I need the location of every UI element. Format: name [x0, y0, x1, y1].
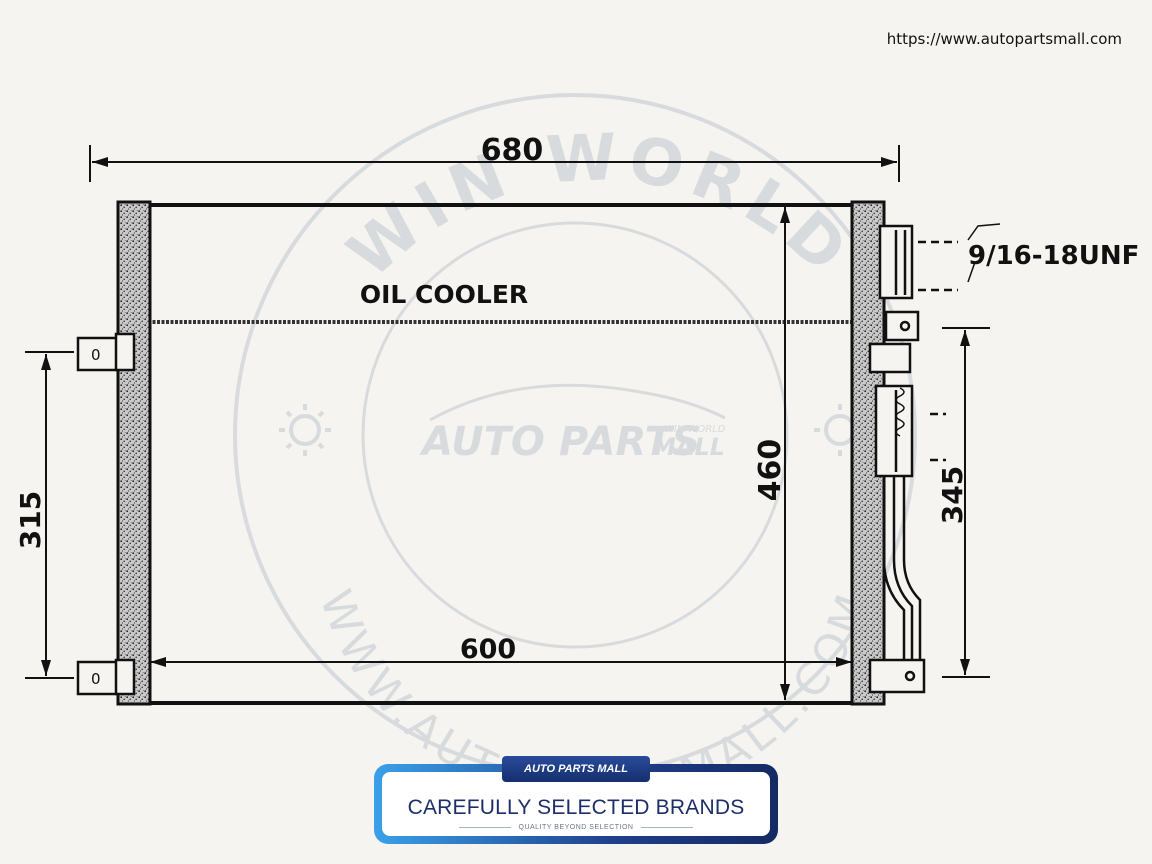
- watermark-logo-text: AUTO PARTS: [419, 419, 701, 465]
- left-bracket-top: [76, 332, 136, 372]
- site-url: https://www.autopartsmall.com: [886, 30, 1122, 48]
- dimension-overall-width: [89, 145, 900, 182]
- left-bracket-top-mark: 0: [91, 346, 101, 364]
- watermark-logo: AUTO PARTS MALL WIN WORLD: [419, 383, 726, 465]
- dimension-label-315: 315: [14, 491, 47, 549]
- banner-title: CAREFULLY SELECTED BRANDS: [407, 796, 745, 819]
- dimension-core-width: [150, 657, 852, 667]
- watermark-sun-left-icon: [279, 404, 331, 456]
- banner-subtitle: QUALITY BEYOND SELECTION: [382, 824, 770, 831]
- watermark-logo-small: WIN WORLD: [664, 424, 726, 435]
- brand-banner: CAREFULLY SELECTED BRANDS QUALITY BEYOND…: [374, 756, 778, 844]
- oil-cooler-label: OIL COOLER: [360, 280, 528, 309]
- left-header-tank: [116, 200, 152, 706]
- banner-logo-badge: AUTO PARTS MALL: [502, 756, 650, 782]
- dimension-label-460: 460: [753, 439, 788, 502]
- thread-leader: [967, 223, 1001, 283]
- left-bracket-bottom-mark: 0: [91, 670, 101, 688]
- watermark-logo-mall: MALL: [652, 433, 725, 461]
- dimension-right-bracket: [942, 327, 990, 678]
- thread-spec-label: 9/16-18UNF: [968, 241, 1139, 271]
- dimension-label-345: 345: [936, 466, 969, 524]
- dimension-label-600: 600: [460, 634, 516, 665]
- thread-centerlines: [918, 240, 958, 462]
- dimension-label-680: 680: [481, 133, 544, 168]
- right-fittings: [868, 224, 926, 694]
- left-bracket-bottom: [76, 658, 136, 696]
- brand-banner-card: CAREFULLY SELECTED BRANDS QUALITY BEYOND…: [382, 772, 770, 836]
- dimension-left-bracket: [25, 351, 74, 679]
- dimension-height: [780, 207, 790, 700]
